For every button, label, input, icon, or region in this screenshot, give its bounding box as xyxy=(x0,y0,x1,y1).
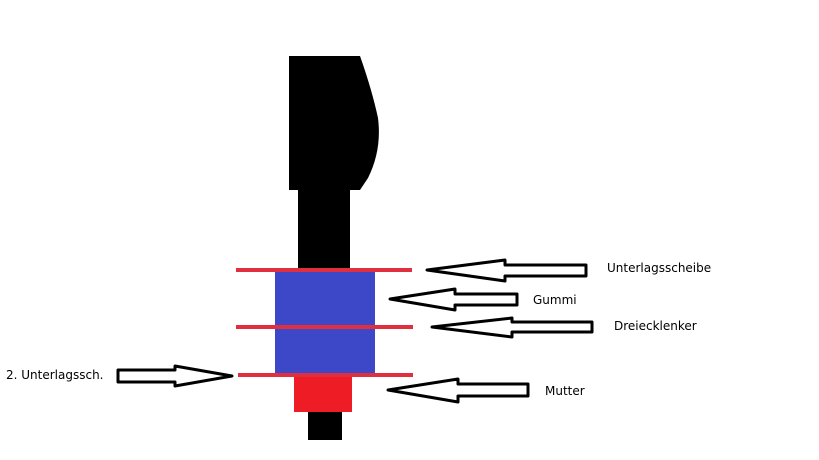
rubber-block xyxy=(275,270,375,375)
bolt-shaft-upper xyxy=(298,188,350,270)
label-unterlagsscheibe-2: 2. Unterlagssch. xyxy=(6,368,104,382)
label-mutter: Mutter xyxy=(545,384,585,398)
label-dreiecklenker: Dreiecklenker xyxy=(614,319,697,333)
arrow-mutter xyxy=(386,377,530,404)
label-unterlagsscheibe: Unterlagsscheibe xyxy=(607,261,711,275)
bolt-head xyxy=(289,56,379,190)
arrow-unterlagsscheibe-2 xyxy=(116,364,234,388)
arrow-gummi xyxy=(388,287,519,312)
arrow-dreiecklenker xyxy=(430,316,594,339)
nut xyxy=(294,375,352,412)
label-gummi: Gummi xyxy=(533,293,577,307)
arrow-unterlagsscheibe xyxy=(425,258,588,283)
bolt-shaft-lower xyxy=(308,412,342,440)
